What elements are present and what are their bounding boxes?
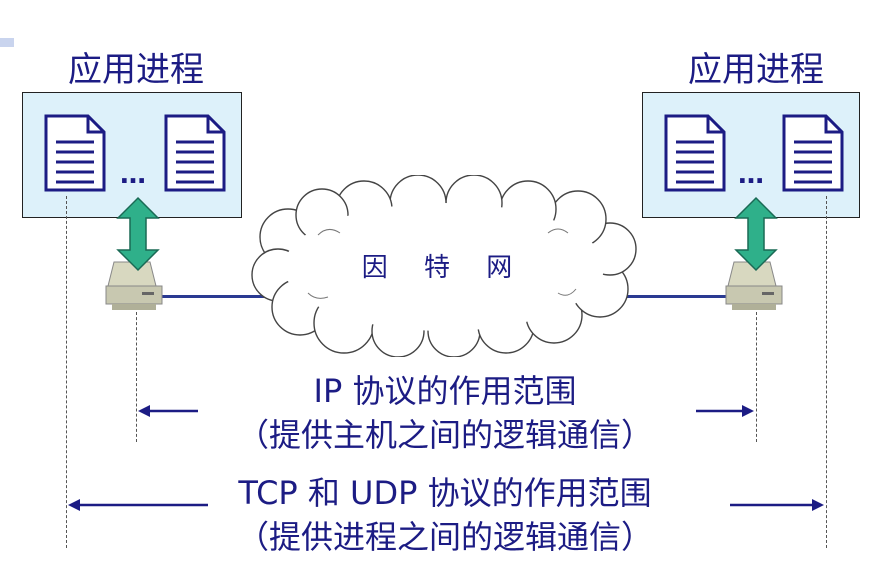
ip-scope-subtitle: （提供主机之间的逻辑通信）: [236, 416, 653, 454]
left-process-ellipsis: …: [120, 160, 147, 190]
left-host-boundary-line: [136, 312, 137, 442]
slide-corner-mark: [0, 38, 14, 47]
left-process-document-icon-2: [164, 114, 226, 192]
right-network-link: [568, 295, 728, 298]
right-host-boundary-line: [756, 312, 757, 442]
tcp-scope-left-arrow: [68, 499, 208, 511]
left-process-host-double-arrow: [116, 196, 160, 272]
right-host-computer-icon: [725, 261, 783, 310]
ip-scope-left-arrow: [138, 405, 198, 417]
right-process-boundary-line: [826, 196, 827, 548]
right-process-title: 应用进程: [688, 50, 824, 90]
left-network-link: [160, 295, 320, 298]
internet-label: 因 特 网: [361, 253, 527, 283]
tcp-udp-scope-title: TCP 和 UDP 协议的作用范围: [238, 474, 652, 512]
right-process-document-icon-2: [782, 114, 844, 192]
left-process-boundary-line: [66, 196, 67, 548]
ip-scope-title: IP 协议的作用范围: [313, 372, 577, 410]
ip-scope-right-arrow: [696, 405, 754, 417]
right-process-host-double-arrow: [734, 196, 778, 272]
internet-cloud: 因 特 网: [248, 174, 640, 358]
right-process-ellipsis: …: [738, 160, 765, 190]
right-process-document-icon-1: [664, 114, 726, 192]
tcp-scope-right-arrow: [730, 499, 824, 511]
left-process-document-icon-1: [44, 114, 106, 192]
tcp-udp-scope-subtitle: （提供进程之间的逻辑通信）: [236, 518, 653, 556]
cloud-shape: [251, 174, 637, 358]
left-host-computer-icon: [105, 261, 163, 310]
left-process-title: 应用进程: [68, 50, 204, 90]
